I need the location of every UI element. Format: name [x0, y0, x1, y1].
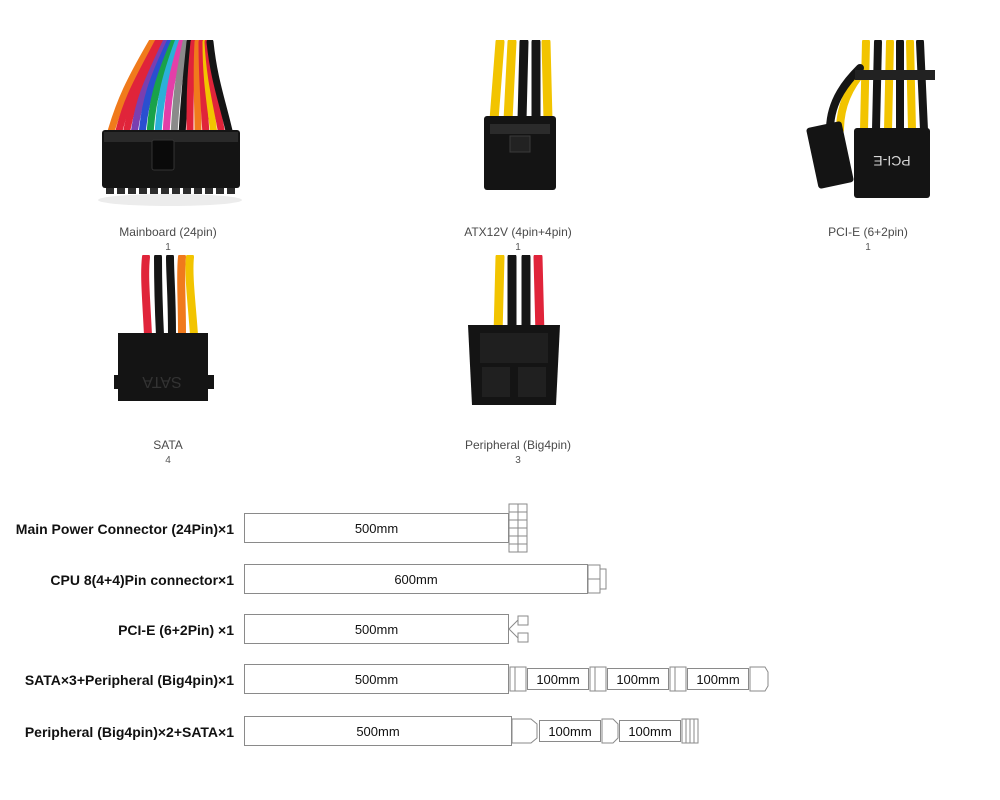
connector-label: ATX12V (4pin+4pin): [464, 225, 572, 239]
cable-extension-segment: 100mm: [607, 668, 669, 690]
cable-row-main-power: Main Power Connector (24Pin)×1 500mm: [0, 503, 1000, 553]
cable-row-sata-peripheral: SATA×3+Peripheral (Big4pin)×1 500mm 100m…: [0, 664, 1000, 698]
sata-plug-icon: [589, 666, 607, 692]
cable-main-segment: 500mm: [244, 614, 509, 644]
cable-main-segment: 500mm: [244, 513, 509, 543]
molex-plug-icon: [749, 666, 769, 692]
cable-main-segment: 500mm: [244, 716, 512, 746]
sata-plug-icon: [681, 718, 699, 744]
connector-caption: Peripheral (Big4pin) 3: [418, 438, 618, 468]
cable-row-peripheral-sata: Peripheral (Big4pin)×2+SATA×1 500mm 100m…: [0, 716, 1000, 750]
connector-count: 3: [515, 455, 521, 466]
connector-count: 4: [165, 455, 171, 466]
connector-caption: Mainboard (24pin) 1: [68, 225, 268, 255]
24pin-plug-icon: [508, 503, 528, 553]
cable-extension-segment: 100mm: [539, 720, 601, 742]
connector-caption: SATA 4: [68, 438, 268, 468]
connector-caption: PCI-E (6+2pin) 1: [768, 225, 968, 255]
connector-label: PCI-E (6+2pin): [828, 225, 908, 239]
connector-count: 1: [515, 242, 521, 253]
cable-row-cpu: CPU 8(4+4)Pin connector×1 600mm: [0, 564, 1000, 598]
cable-main-segment: 600mm: [244, 564, 588, 594]
mainboard-24pin-connector-icon: [90, 40, 250, 220]
connector-label: Peripheral (Big4pin): [464, 438, 572, 452]
pcie-plug-icon: [508, 615, 529, 643]
atx12v-4pin-connector-icon: [470, 40, 570, 200]
molex-plug-icon: [511, 718, 538, 744]
cable-label: PCI-E (6+2Pin) ×1: [118, 622, 234, 638]
connector-count: 1: [865, 242, 871, 253]
cable-label: CPU 8(4+4)Pin connector×1: [50, 572, 234, 588]
sata-plug-icon: [509, 666, 527, 692]
sata-marking: SATA: [142, 373, 182, 390]
molex-plug-icon: [601, 718, 619, 744]
cable-label: SATA×3+Peripheral (Big4pin)×1: [24, 672, 234, 688]
cable-main-segment: 500mm: [244, 664, 509, 694]
connector-label: SATA: [153, 438, 183, 452]
connector-count: 1: [165, 242, 171, 253]
cable-extension-segment: 100mm: [687, 668, 749, 690]
cable-row-pcie: PCI-E (6+2Pin) ×1 500mm: [0, 614, 1000, 648]
cpu-8pin-plug-icon: [587, 564, 607, 594]
cable-label: Main Power Connector (24Pin)×1: [15, 521, 234, 537]
cable-label: Peripheral (Big4pin)×2+SATA×1: [24, 724, 234, 740]
cable-extension-segment: 100mm: [619, 720, 681, 742]
sata-connector-icon: SATA: [108, 255, 228, 415]
cable-extension-segment: 100mm: [527, 668, 589, 690]
connector-label: Mainboard (24pin): [119, 225, 217, 239]
sata-plug-icon: [669, 666, 687, 692]
pcie-6-2pin-connector-icon: PCI-E: [800, 40, 950, 210]
molex-big4pin-connector-icon: [460, 255, 570, 415]
connector-caption: ATX12V (4pin+4pin) 1: [418, 225, 618, 255]
pcie-marking: PCI-E: [873, 153, 910, 169]
